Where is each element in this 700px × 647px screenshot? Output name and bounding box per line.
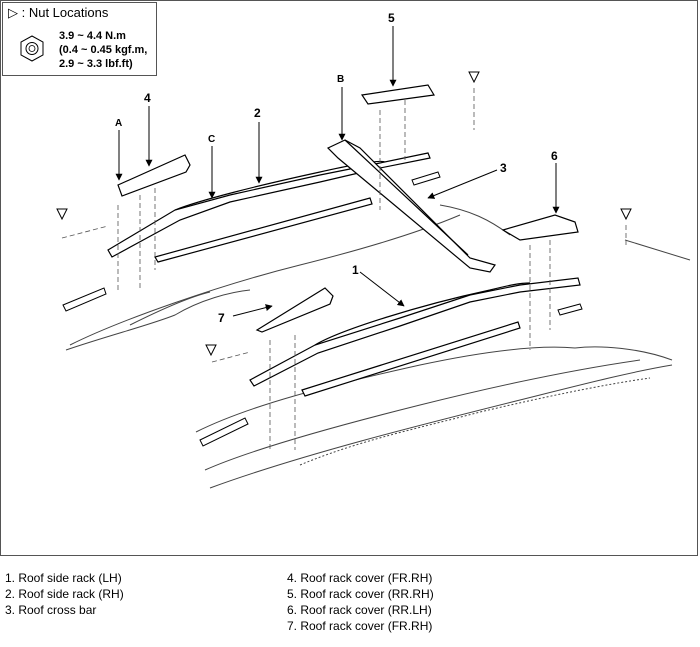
list-item: 5. Roof rack cover (RR.RH) — [287, 587, 434, 601]
nut-triangle-icon — [56, 208, 68, 221]
part-3-roof-cross-bar — [326, 139, 496, 273]
diagram-frame — [0, 0, 698, 556]
nut-locations-legend: ▷ : Nut Locations 3.9 ~ 4.4 N.m (0.4 ~ 0… — [2, 2, 157, 76]
callout-3: 3 — [500, 161, 507, 175]
list-item: 1. Roof side rack (LH) — [5, 571, 122, 585]
nut-guide-lines — [61, 88, 627, 450]
callout-5: 5 — [388, 11, 395, 25]
torque-line: 3.9 ~ 4.4 N.m — [59, 30, 126, 42]
list-item: 6. Roof rack cover (RR.LH) — [287, 603, 432, 617]
nut-triangle-icon — [205, 344, 217, 357]
callout-c: C — [208, 134, 215, 145]
callout-b: B — [337, 74, 344, 85]
callout-2: 2 — [254, 106, 261, 120]
callout-1: 1 — [352, 263, 359, 277]
list-item: 4. Roof rack cover (FR.RH) — [287, 571, 433, 585]
leader-arrows — [115, 26, 560, 317]
parts-column-right: 4. Roof rack cover (FR.RH) 5. Roof rack … — [287, 570, 434, 634]
torque-spec: 3.9 ~ 4.4 N.m (0.4 ~ 0.45 kgf.m, 2.9 ~ 3… — [59, 29, 147, 71]
nut-triangle-icon — [620, 208, 632, 221]
callout-6: 6 — [551, 149, 558, 163]
legend-title: ▷ : Nut Locations — [8, 5, 109, 20]
list-item: 3. Roof cross bar — [5, 603, 97, 617]
list-item: 7. Roof rack cover (FR.RH) — [287, 619, 433, 633]
nut-location-markers — [56, 71, 632, 357]
callout-4: 4 — [144, 91, 151, 105]
part-1-roof-side-rack-lh — [249, 277, 581, 397]
torque-line: 2.9 ~ 3.3 lbf.ft) — [59, 58, 133, 70]
torque-line: (0.4 ~ 0.45 kgf.m, — [59, 44, 148, 56]
callout-7: 7 — [218, 311, 225, 325]
part-7-cover — [255, 287, 334, 333]
part-4-cover — [117, 154, 191, 197]
nut-icon — [20, 35, 44, 62]
vehicle-roof-outline — [65, 204, 691, 489]
parts-column-left: 1. Roof side rack (LH) 2. Roof side rack… — [5, 570, 124, 618]
callout-a: A — [115, 118, 122, 129]
part-6-cover — [501, 214, 579, 241]
list-item: 2. Roof side rack (RH) — [5, 587, 124, 601]
nut-triangle-icon — [468, 71, 480, 84]
trim-strips — [62, 171, 583, 447]
roof-rack-exploded-view: A 4 C 2 B 5 3 6 1 7 — [56, 11, 691, 489]
parts-list: 1. Roof side rack (LH) 2. Roof side rack… — [0, 570, 700, 647]
part-5-cover — [360, 84, 435, 105]
